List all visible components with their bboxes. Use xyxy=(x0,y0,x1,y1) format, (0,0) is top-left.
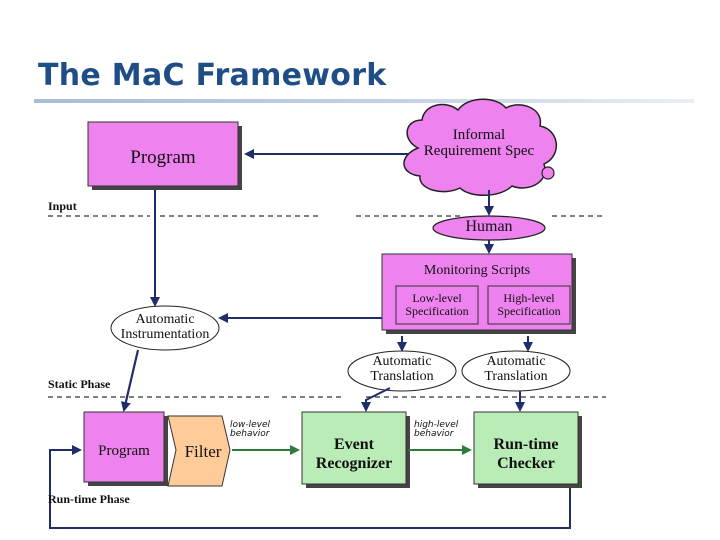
auto-translation-ellipse-2 xyxy=(461,350,571,392)
program-bottom-box xyxy=(83,411,168,486)
filter-label: Filter xyxy=(184,442,222,461)
program-top-box xyxy=(87,121,242,190)
event-recognizer-box xyxy=(301,411,410,488)
auto-instrumentation-ellipse xyxy=(110,305,220,351)
monitoring-scripts-box xyxy=(381,253,576,334)
human-label: Human xyxy=(465,218,513,235)
title-underline xyxy=(34,99,694,103)
runtime-phase-label: Run-time Phase xyxy=(48,492,130,506)
filter-shape xyxy=(167,415,231,487)
auto-instrumentation-label: Automatic Instrumentation xyxy=(120,312,210,342)
informal-spec-label: Informal Requirement Spec xyxy=(423,127,535,159)
phase-divider-lines xyxy=(48,215,606,398)
high-level-spec-box xyxy=(487,285,571,325)
low-level-behavior-label: low-level behavior xyxy=(230,420,271,440)
high-level-spec-label: High-level Specification xyxy=(497,291,561,318)
informal-spec-cloud xyxy=(403,98,558,196)
program-top-label: Program xyxy=(130,147,196,168)
instrumentation-arrow xyxy=(120,349,140,412)
input-label: Input xyxy=(48,199,77,213)
high-level-behavior-label: high-level behavior xyxy=(414,420,459,440)
runtime-checker-label: Run-time Checker xyxy=(493,436,559,473)
runtime-checker-box xyxy=(473,411,582,488)
monitoring-scripts-label: Monitoring Scripts xyxy=(423,263,531,278)
static-phase-label: Static Phase xyxy=(48,377,111,391)
low-level-spec-box xyxy=(395,285,479,325)
program-bottom-label: Program xyxy=(98,443,150,459)
page-title: The MaC Framework xyxy=(38,58,387,93)
auto-translation-label-1: Automatic Translation xyxy=(370,354,434,384)
navy-connectors xyxy=(49,149,571,529)
low-level-spec-label: Low-level Specification xyxy=(405,291,469,318)
event-recognizer-label: Event Recognizer xyxy=(315,436,393,473)
auto-translation-label-2: Automatic Translation xyxy=(484,354,548,384)
